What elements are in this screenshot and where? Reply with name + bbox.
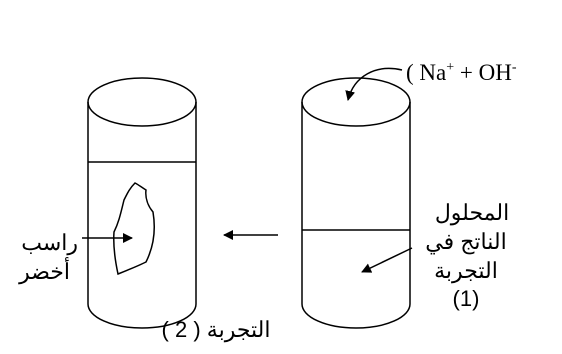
solution-label-line2: الناتج في — [425, 229, 506, 255]
solution-label-line3: التجربة — [434, 258, 498, 284]
precipitate-label-line1: راسب — [21, 230, 78, 256]
reagent-pour-arrow — [345, 67, 403, 101]
right-test-tube — [301, 77, 411, 329]
experiment-2-caption: التجربة ( 2 ) — [162, 317, 271, 343]
green-precipitate-shape — [113, 182, 156, 276]
left-test-tube — [87, 77, 197, 329]
solution-label-line1: المحلول — [435, 200, 509, 226]
reagent-label: ( Na+ + OH- — [406, 60, 517, 85]
precipitate-label-line2: أخضر — [18, 256, 70, 285]
solution-pointer-arrow — [361, 247, 413, 273]
solution-label-line4: (1) — [453, 286, 480, 311]
